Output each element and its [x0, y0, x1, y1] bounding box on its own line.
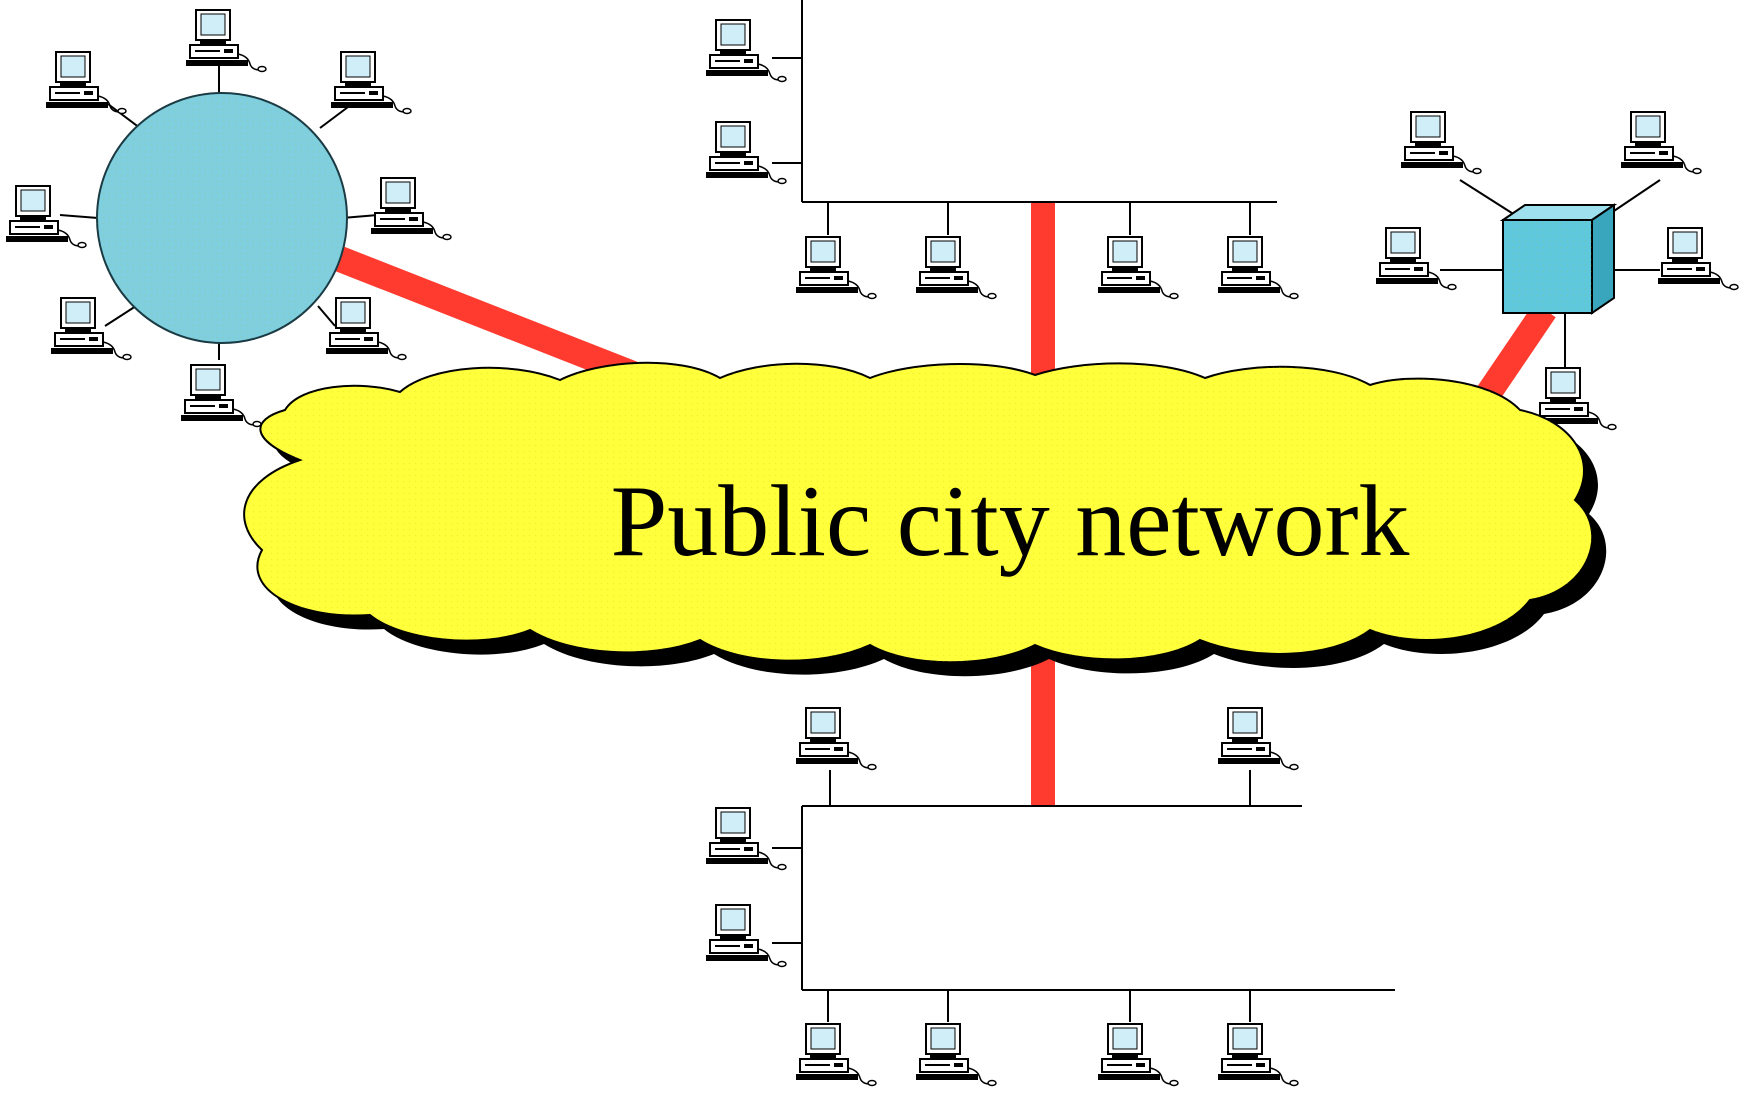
hub-cube-icon: [1499, 203, 1618, 315]
desktop-computer-icon: [705, 121, 787, 185]
desktop-computer-icon: [795, 707, 877, 771]
desktop-computer-icon: [180, 364, 262, 428]
cloud-icon: Public city network: [243, 361, 1607, 677]
desktop-computer-icon: [915, 236, 997, 300]
desktop-computer-icon: [1657, 227, 1739, 291]
desktop-computer-icon: [1217, 1023, 1299, 1087]
bottom-bus-network: [705, 707, 1395, 1087]
desktop-computer-icon: [1217, 707, 1299, 771]
desktop-computer-icon: [705, 904, 787, 968]
desktop-computer-icon: [795, 1023, 877, 1087]
desktop-computer-icon: [370, 177, 452, 241]
desktop-computer-icon: [915, 1023, 997, 1087]
top-bus-network: [705, 0, 1299, 300]
desktop-computer-icon: [1620, 111, 1702, 175]
desktop-computer-icon: [1217, 236, 1299, 300]
cloud-label: Public city network: [611, 465, 1410, 578]
desktop-computer-icon: [705, 807, 787, 871]
desktop-computer-icon: [325, 297, 407, 361]
desktop-computer-icon: [50, 297, 132, 361]
desktop-computer-icon: [330, 51, 412, 115]
desktop-computer-icon: [185, 9, 267, 73]
desktop-computer-icon: [795, 236, 877, 300]
ring-network: [5, 9, 452, 428]
desktop-computer-icon: [1375, 227, 1457, 291]
desktop-computer-icon: [45, 51, 127, 115]
desktop-computer-icon: [1097, 1023, 1179, 1087]
desktop-computer-icon: [1400, 111, 1482, 175]
star-network: [1375, 111, 1739, 431]
desktop-computer-icon: [1097, 236, 1179, 300]
desktop-computer-icon: [705, 19, 787, 83]
